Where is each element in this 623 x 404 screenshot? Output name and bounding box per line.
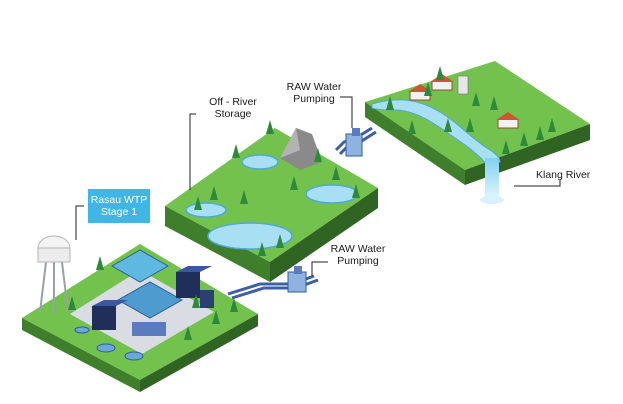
pump-station-bottom [288,266,306,292]
label-rasau-wtp-stage-1: Rasau WTP Stage 1 [88,189,150,223]
pump-station-top [346,128,362,156]
label-klang-river: Klang River [536,169,590,181]
rasau-wtp-block [22,236,258,392]
label-raw-water-pumping-bottom: RAW Water Pumping [330,243,386,267]
label-off-river-storage: Off - River Storage [203,96,263,120]
label-raw-water-pumping-top: RAW Water Pumping [286,81,342,105]
waterfall [485,158,499,200]
klang-river-block [365,61,590,204]
